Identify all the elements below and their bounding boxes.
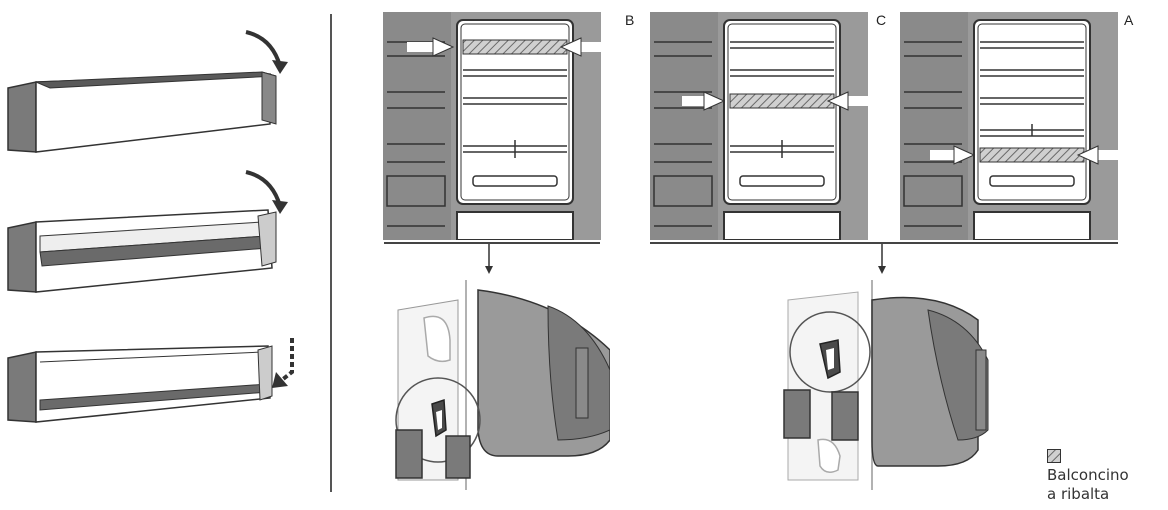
balcony-steps-svg bbox=[7, 30, 294, 423]
separator-line-right bbox=[650, 242, 1118, 244]
balcony-step-3 bbox=[7, 345, 273, 423]
hinge-detail-left bbox=[388, 280, 610, 490]
vertical-divider bbox=[330, 14, 332, 492]
legend-hatch-swatch bbox=[1047, 449, 1061, 463]
step-diagrams bbox=[0, 0, 320, 510]
legend-line-2: a ribalta bbox=[1047, 485, 1110, 503]
legend-line-1: Balconcino bbox=[1047, 466, 1129, 484]
balcony-step-1 bbox=[7, 71, 277, 153]
balcony-step-2 bbox=[7, 209, 277, 293]
panel-label-a: A bbox=[1124, 12, 1134, 28]
fridge-panel-c bbox=[650, 12, 868, 240]
panel-label-b: B bbox=[625, 12, 635, 28]
down-arrow-3 bbox=[280, 338, 294, 382]
fridge-panel-b bbox=[383, 12, 601, 240]
hinge-detail-right bbox=[778, 280, 1000, 490]
panel-label-c: C bbox=[876, 12, 887, 28]
separator-line-left bbox=[384, 242, 600, 244]
fridge-panel-a bbox=[900, 12, 1118, 240]
